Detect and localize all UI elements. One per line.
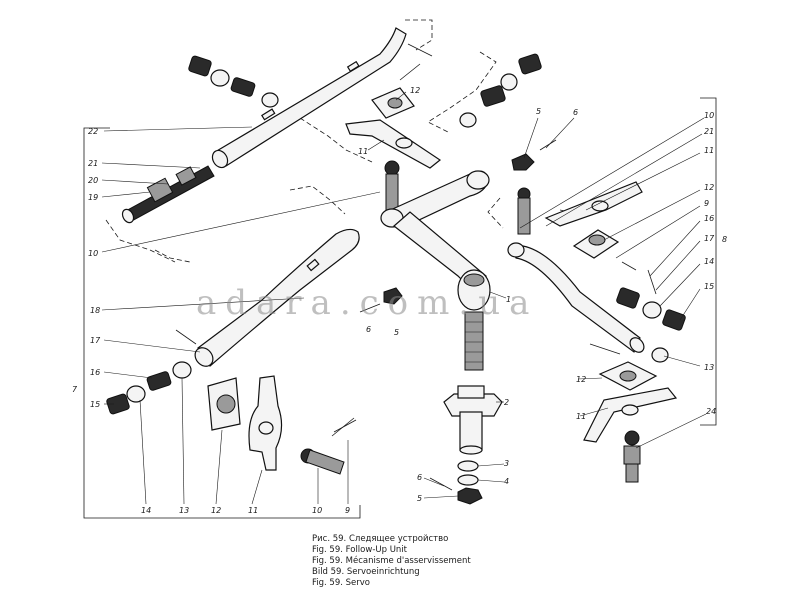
right-lock-plate-lower	[583, 387, 678, 443]
lower-mount-plate	[207, 377, 241, 431]
ball-stud-24	[623, 430, 641, 483]
upper-right-spring-set	[459, 53, 542, 128]
callout-12-bottom: 12	[211, 506, 221, 515]
callout-12-right: 12	[704, 183, 714, 192]
callout-1: 1	[506, 295, 511, 304]
left-group-bracket	[83, 127, 361, 519]
center-crank-lever	[380, 170, 491, 311]
upper-left-tube	[211, 27, 407, 169]
right-ball-stud	[517, 187, 531, 235]
callout-11-right: 11	[704, 146, 714, 155]
lower-washers	[429, 460, 483, 505]
lower-lock-plate	[248, 375, 283, 471]
callout-14-right: 14	[704, 257, 714, 266]
right-group-bracket	[700, 97, 717, 426]
callout-11-top: 11	[358, 147, 368, 156]
callout-2: 2	[504, 398, 509, 407]
callout-6-top: 6	[573, 108, 578, 117]
callout-21: 21	[88, 159, 98, 168]
lower-left-bent-tube	[175, 228, 360, 367]
caption-de: Bild 59. Servoeinrichtung	[312, 567, 420, 577]
callout-5-top: 5	[536, 107, 541, 116]
callout-24: 24	[706, 407, 716, 416]
caption-ru: Рис. 59. Следящее устройство	[312, 534, 448, 544]
lower-cotter-pin	[331, 417, 357, 437]
callout-11-bottom: 11	[248, 506, 258, 515]
callout-15-left: 15	[90, 400, 100, 409]
callout-3: 3	[504, 459, 509, 468]
right-mount-plate-upper	[572, 229, 620, 259]
callout-5-middle: 5	[394, 328, 399, 337]
callout-6-lower: 6	[417, 473, 422, 482]
callout-11-lower-right: 11	[576, 412, 586, 421]
figure-caption: Рис. 59. Следящее устройство Fig. 59. Fo…	[312, 534, 471, 588]
callout-labels: 22 21 20 19 10 12 11 5 6 10 21 11 12 9 1…	[72, 86, 727, 515]
callout-7: 7	[72, 385, 78, 394]
callout-16-left: 16	[90, 368, 100, 377]
upper-castle-nut	[511, 139, 557, 171]
callout-12-lower-right: 12	[576, 375, 586, 384]
caption-es: Fig. 59. Servo	[312, 578, 370, 588]
callout-12-top: 12	[410, 86, 420, 95]
callout-5-lower: 5	[417, 494, 422, 503]
top-cotter-pin	[399, 43, 433, 81]
callout-10-bottom: 10	[312, 506, 322, 515]
callout-10-right: 10	[704, 111, 714, 120]
callout-6-middle: 6	[366, 325, 371, 334]
callout-9-bottom: 9	[345, 506, 350, 515]
leader-lines	[101, 91, 707, 505]
callout-13-bottom: 13	[179, 506, 189, 515]
upper-lock-plate	[345, 119, 442, 169]
right-spring-set	[616, 261, 686, 331]
middle-castle-nut	[359, 287, 403, 313]
left-threaded-rod	[121, 165, 215, 224]
caption-fr: Fig. 59. Mécanisme d'asservissement	[312, 555, 471, 566]
callout-9-right: 9	[704, 199, 709, 208]
callout-18: 18	[90, 306, 100, 315]
callout-15-right: 15	[704, 282, 714, 291]
callout-14-bottom: 14	[141, 506, 151, 515]
callout-21-right: 21	[704, 127, 714, 136]
callout-19: 19	[88, 193, 98, 202]
caption-en: Fig. 59. Follow-Up Unit	[312, 545, 408, 555]
callout-13-right: 13	[704, 363, 714, 372]
upper-ball-stud	[384, 160, 400, 211]
callout-16-right: 16	[704, 214, 714, 223]
flange-housing	[443, 385, 503, 455]
lower-left-spring-set	[106, 361, 192, 415]
callout-4: 4	[504, 477, 509, 486]
upper-left-spring-set	[188, 55, 279, 108]
callout-8: 8	[722, 235, 727, 244]
right-bent-tube	[507, 242, 645, 353]
right-lock-plate-upper	[544, 181, 643, 227]
right-mount-plate-lower	[598, 361, 658, 391]
callout-10-left: 10	[88, 249, 98, 258]
upper-mount-plate	[371, 87, 415, 119]
watermark-text: adara.com.ua	[196, 283, 538, 323]
callout-20: 20	[88, 176, 98, 185]
callout-22: 22	[88, 127, 98, 136]
lower-ball-stud	[300, 448, 345, 475]
lever-shaft	[464, 311, 484, 371]
callout-17-right: 17	[704, 234, 715, 243]
right-end-plug	[589, 343, 669, 363]
callout-17-left: 17	[90, 336, 101, 345]
